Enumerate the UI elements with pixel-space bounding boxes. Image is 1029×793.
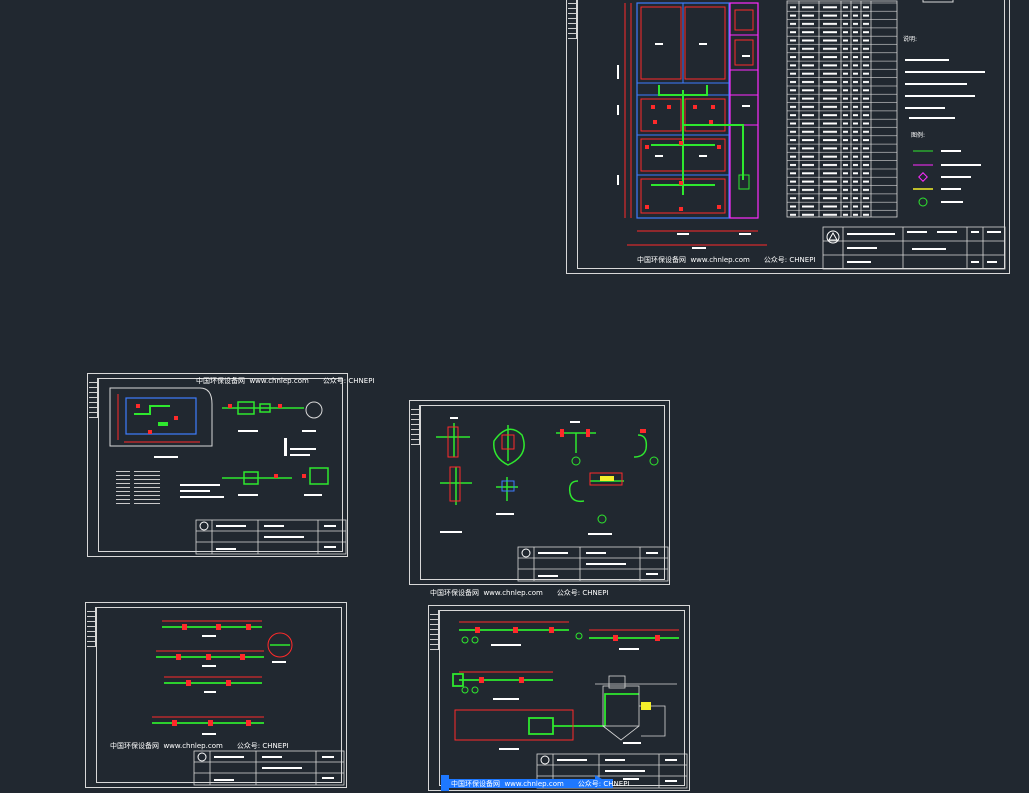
watermark: 中国环保设备网 www.chnlep.com 公众号: CHNEPI	[110, 741, 289, 751]
installation-drawing	[452, 621, 688, 789]
sheet-margin-strip	[430, 610, 439, 650]
watermark-site: 中国环保设备网	[196, 377, 245, 385]
sheet-margin-strip	[411, 405, 420, 445]
equipment-drawing	[109, 387, 347, 555]
sheet-margin-strip	[89, 378, 98, 418]
sheet-margin-strip	[568, 0, 577, 39]
drawing-sheet-pipeline-sections[interactable]: 中国环保设备网 www.chnlep.com 公众号: CHNEPI	[85, 602, 347, 788]
fittings-drawing	[436, 417, 669, 582]
watermark-site: 中国环保设备网	[110, 742, 159, 750]
notes-heading: 说明:	[903, 35, 917, 43]
layout-plan-drawing: 说明: 图例:	[617, 0, 1006, 270]
watermark-url: www.chnlep.com	[504, 780, 564, 788]
sheet-inner-frame	[577, 0, 1005, 269]
selected-watermark-highlight[interactable]	[443, 779, 613, 788]
watermark-public-account: 公众号: CHNEPI	[556, 589, 609, 597]
watermark-site: 中国环保设备网	[451, 780, 500, 788]
watermark-public-account: 公众号: CHNEPI	[763, 256, 816, 264]
sheet-inner-frame	[96, 607, 342, 783]
drawing-sheet-equipment[interactable]: 中国环保设备网 www.chnlep.com 公众号: CHNEPI	[87, 373, 375, 557]
watermark-url: www.chnlep.com	[690, 256, 750, 264]
watermark-url: www.chnlep.com	[483, 589, 543, 597]
sheet-inner-frame	[420, 405, 665, 580]
pipeline-sections-drawing	[152, 620, 345, 786]
watermark-site: 中国环保设备网	[430, 589, 479, 597]
watermark: 中国环保设备网 www.chnlep.com 公众号: CHNEPI	[430, 588, 609, 598]
selection-grip-left[interactable]	[441, 775, 449, 791]
watermark-public-account: 公众号: CHNEPI	[577, 780, 630, 788]
sheet-inner-frame	[98, 378, 343, 552]
watermark-url: www.chnlep.com	[163, 742, 223, 750]
watermark: 中国环保设备网 www.chnlep.com 公众号: CHNEPI	[637, 255, 816, 265]
watermark-site: 中国环保设备网	[637, 256, 686, 264]
watermark: 中国环保设备网 www.chnlep.com 公众号: CHNEPI	[196, 376, 375, 386]
svg-text:图例:: 图例:	[911, 131, 925, 139]
watermark-public-account: 公众号: CHNEPI	[322, 377, 375, 385]
drawing-sheet-main[interactable]: 说明: 图例:	[566, 0, 1010, 274]
watermark-public-account: 公众号: CHNEPI	[236, 742, 289, 750]
watermark: 中国环保设备网 www.chnlep.com 公众号: CHNEPI	[451, 779, 630, 789]
sheet-margin-strip	[87, 607, 96, 647]
drawing-sheet-fittings[interactable]: 中国环保设备网 www.chnlep.com 公众号: CHNEPI	[409, 400, 670, 597]
watermark-url: www.chnlep.com	[249, 377, 309, 385]
drawing-sheet-installation[interactable]: 中国环保设备网 www.chnlep.com 公众号: CHNEPI	[428, 605, 690, 791]
